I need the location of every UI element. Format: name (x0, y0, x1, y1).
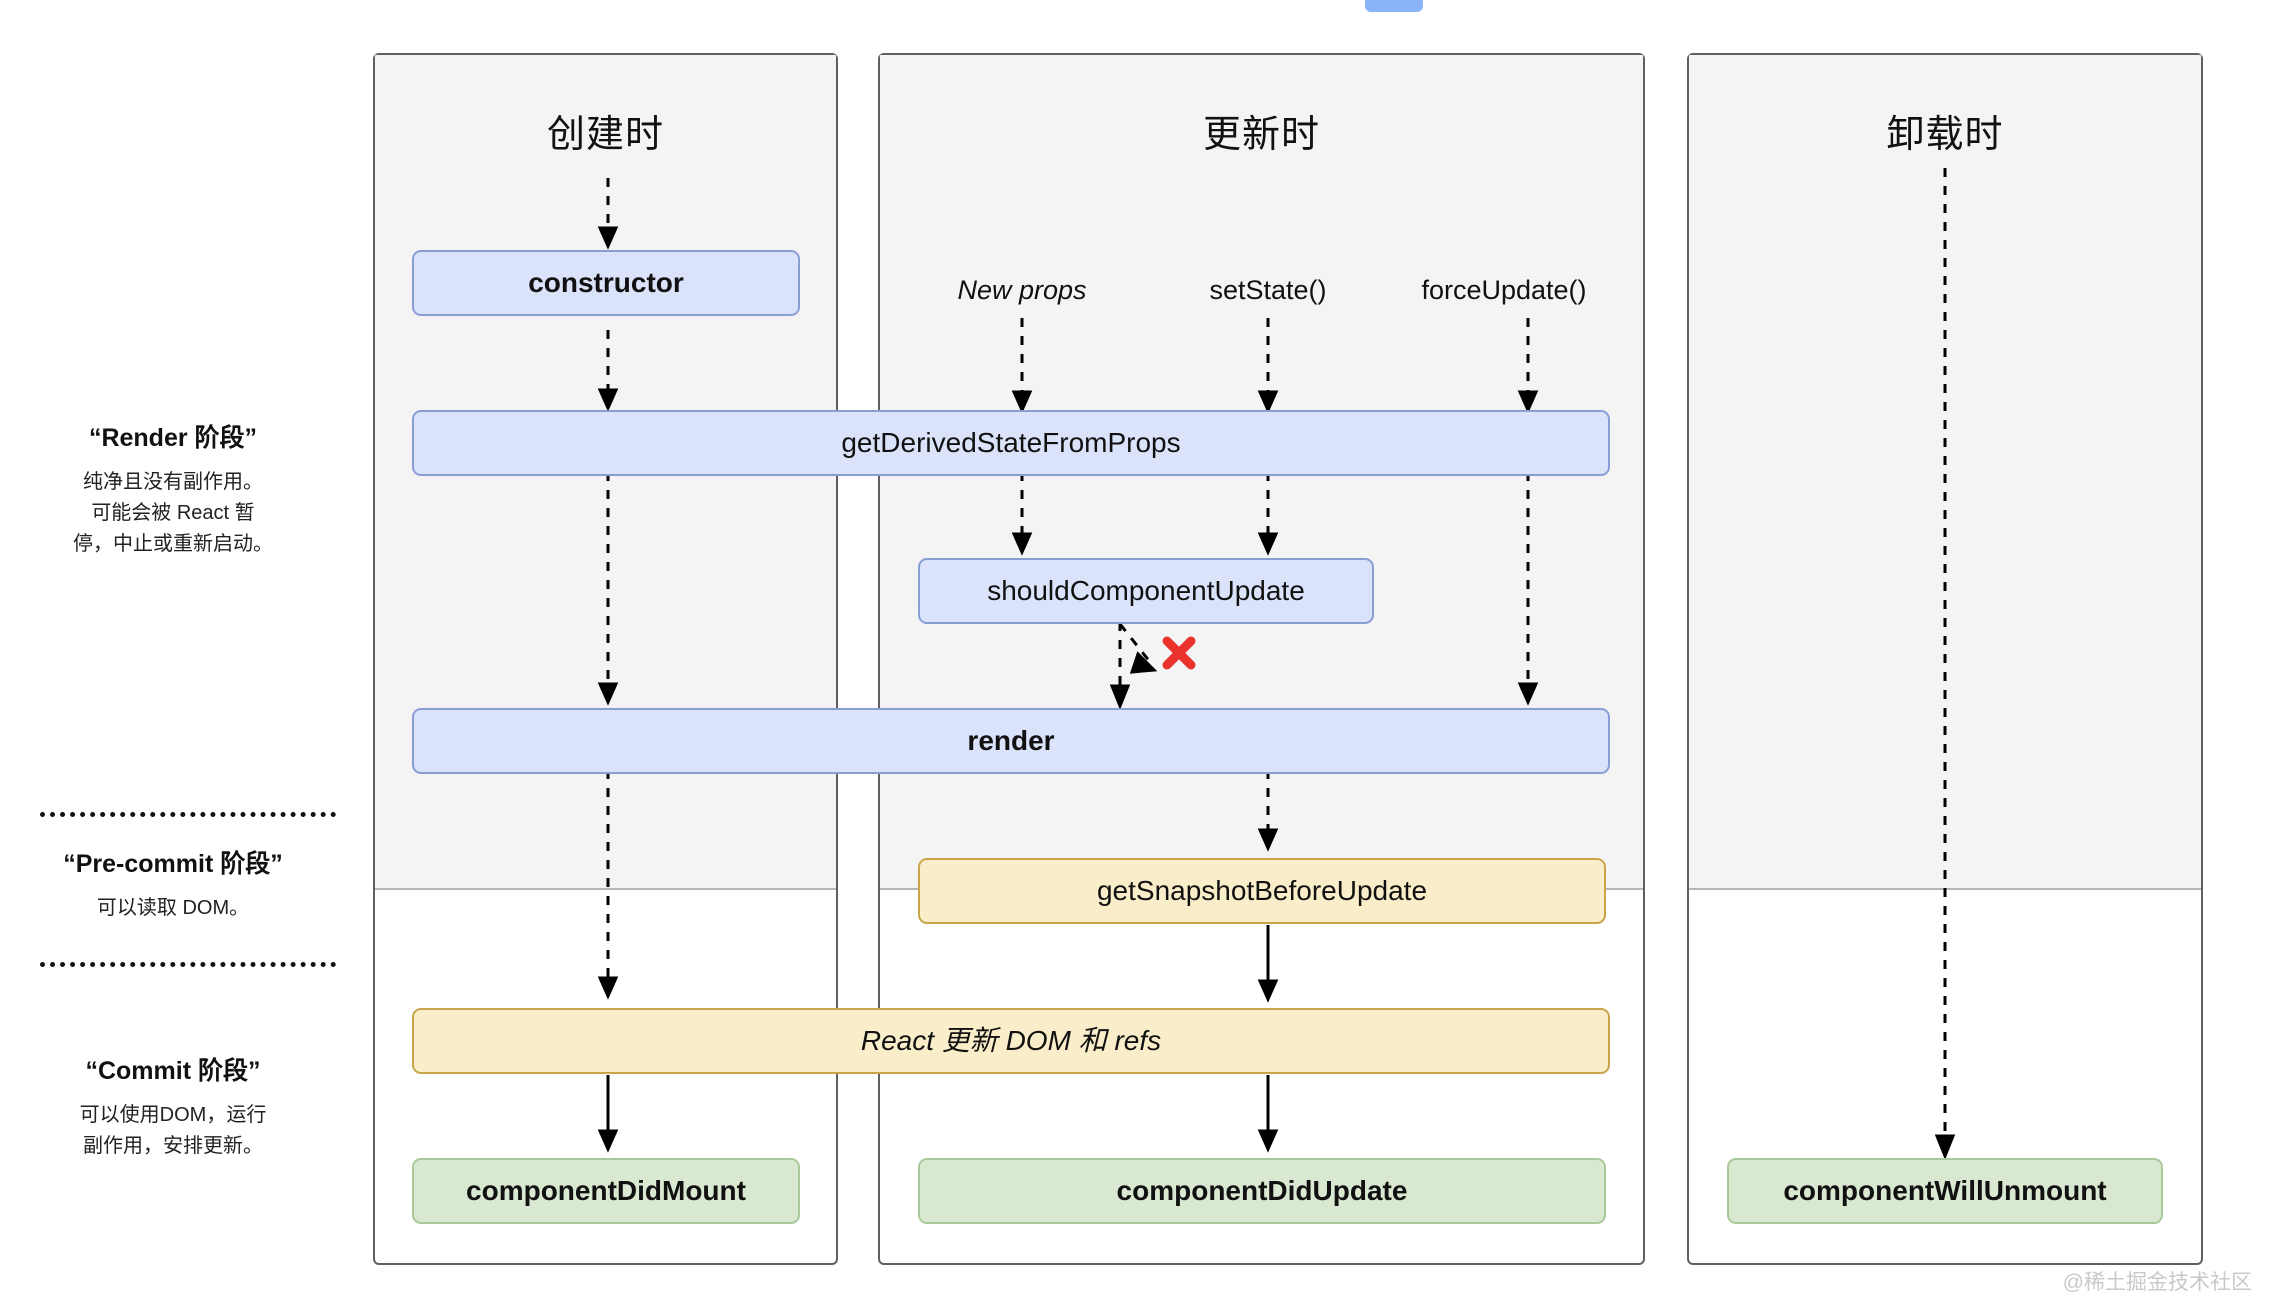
node-get-derived-state-from-props[interactable]: getDerivedStateFromProps (412, 410, 1610, 476)
node-component-did-mount[interactable]: componentDidMount (412, 1158, 800, 1224)
phase-legend-pre-commit-body: 可以读取 DOM。 (8, 893, 338, 924)
phase-legend-render-body: 纯净且没有副作用。 可能会被 React 暂 停，中止或重新启动。 (8, 467, 338, 560)
phase-legend-commit-line-1: 可以使用DOM，运行 (79, 1103, 267, 1126)
arrow-render-to-snapshot (1256, 770, 1280, 852)
arrow-should-update-to-render (1108, 622, 1218, 712)
phase-legend-commit-title: “Commit 阶段” (85, 1057, 261, 1085)
arrow-constructor-to-derived (596, 330, 620, 412)
phase-legend-render: “Render 阶段” 纯净且没有副作用。 可能会被 React 暂 停，中止或… (8, 422, 338, 560)
top-blue-bar-fragment (1365, 0, 1423, 12)
arrow-set-state-to-derived (1256, 318, 1280, 414)
phase-legend-render-line-3: 停，中止或重新启动。 (73, 532, 273, 555)
trigger-label-new-props: New props (957, 275, 1087, 305)
arrow-new-props-to-derived (1010, 318, 1034, 414)
column-unmounting-title: 卸载时 (1886, 114, 2004, 156)
arrow-dom-to-did-update (1256, 1075, 1280, 1153)
arrow-derived-to-should-update-right (1256, 472, 1280, 556)
trigger-label-set-state: setState() (1209, 275, 1327, 305)
arrow-dom-to-did-mount (596, 1075, 620, 1153)
watermark: @稀土掘金技术社区 (2062, 1271, 2252, 1294)
phase-legend-commit-line-2: 副作用，安排更新。 (83, 1134, 263, 1157)
phase-legend-pre-commit: “Pre-commit 阶段” 可以读取 DOM。 (8, 848, 338, 924)
column-mounting-title: 创建时 (546, 114, 664, 156)
phase-legend-commit: “Commit 阶段” 可以使用DOM，运行 副作用，安排更新。 (8, 1055, 338, 1162)
phase-divider-top (40, 812, 336, 817)
phase-legend-pre-commit-title: “Pre-commit 阶段” (63, 850, 283, 878)
node-should-component-update[interactable]: shouldComponentUpdate (918, 558, 1374, 624)
node-render[interactable]: render (412, 708, 1610, 774)
phase-legend-commit-body: 可以使用DOM，运行 副作用，安排更新。 (8, 1100, 338, 1162)
node-get-snapshot-before-update[interactable]: getSnapshotBeforeUpdate (918, 858, 1606, 924)
arrow-render-to-dom-mounting (596, 770, 620, 1000)
node-component-did-update[interactable]: componentDidUpdate (918, 1158, 1606, 1224)
arrow-force-update-to-derived (1516, 318, 1540, 414)
arrow-derived-to-should-update-left (1010, 472, 1034, 556)
node-react-updates-dom[interactable]: React 更新 DOM 和 refs (412, 1008, 1610, 1074)
node-constructor[interactable]: constructor (412, 250, 800, 316)
phase-legend-render-line-1: 纯净且没有副作用。 (83, 470, 263, 493)
column-updating-title: 更新时 (1202, 114, 1320, 156)
arrow-to-will-unmount (1933, 168, 1957, 1161)
arrow-to-constructor (596, 178, 620, 250)
phase-legend-render-title: “Render 阶段” (88, 424, 258, 452)
arrow-derived-to-render-mounting (596, 472, 620, 706)
phase-divider-bottom (40, 962, 336, 967)
trigger-label-force-update: forceUpdate() (1421, 275, 1587, 305)
phase-legend-render-line-2: 可能会被 React 暂 (91, 501, 255, 524)
phase-legend-pre-commit-line-1: 可以读取 DOM。 (96, 896, 250, 919)
node-component-will-unmount[interactable]: componentWillUnmount (1727, 1158, 2163, 1224)
abort-cross-icon (1160, 634, 1198, 672)
arrow-force-update-bypass-to-render (1516, 472, 1540, 706)
arrow-snapshot-to-dom (1256, 925, 1280, 1003)
